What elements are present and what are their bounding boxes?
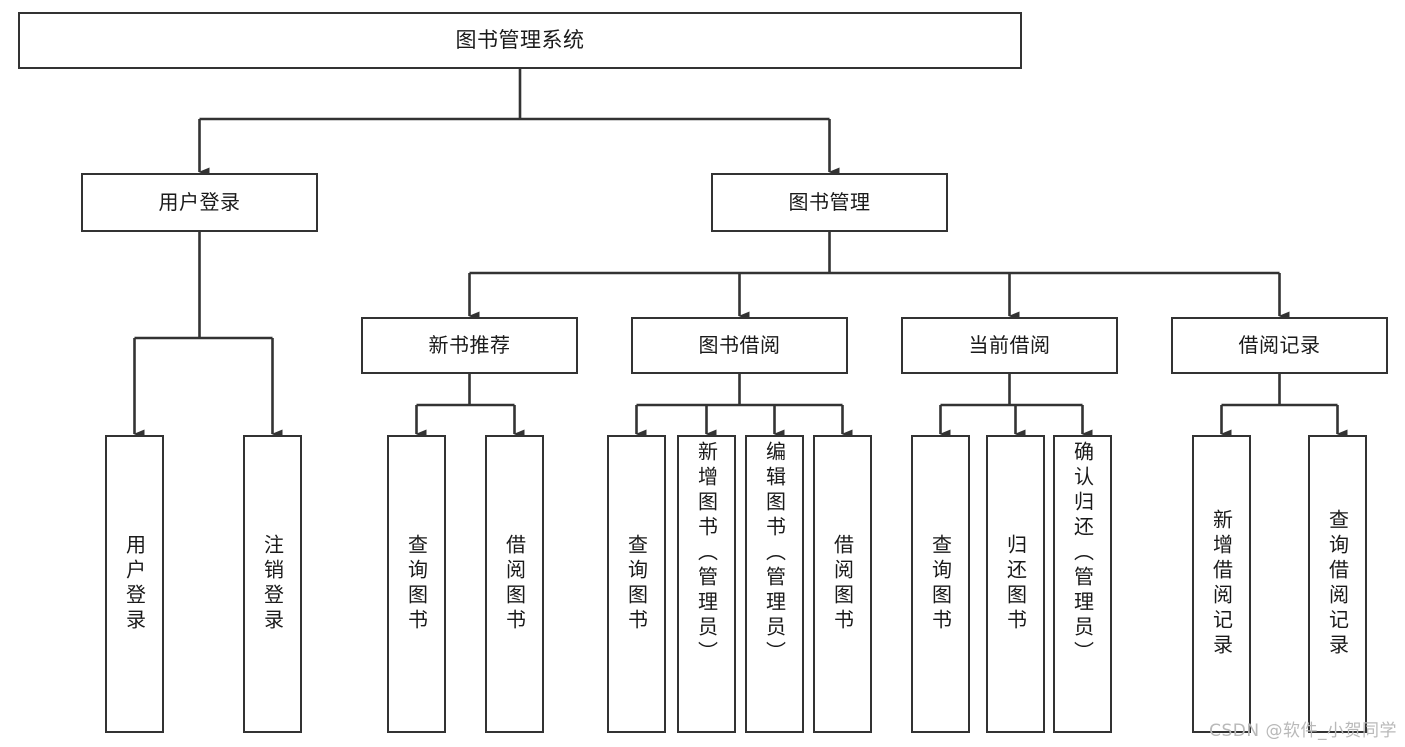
- node-label: 图书借阅: [698, 332, 781, 357]
- node-leaf-borrow-book-recommend[interactable]: 借阅图书: [485, 435, 544, 733]
- node-leaf-user-logout[interactable]: 注销登录: [243, 435, 302, 733]
- node-current-borrow[interactable]: 当前借阅: [901, 317, 1118, 374]
- node-leaf-edit-book[interactable]: 编辑图书（管理员）: [745, 435, 804, 733]
- node-label: 查询图书: [624, 534, 649, 634]
- node-leaf-query-borrow-record[interactable]: 查询借阅记录: [1308, 435, 1367, 733]
- node-leaf-query-book-recommend[interactable]: 查询图书: [387, 435, 446, 733]
- node-label: 用户登录: [122, 534, 147, 634]
- node-leaf-query-book-borrow[interactable]: 查询图书: [607, 435, 666, 733]
- node-leaf-add-borrow-record[interactable]: 新增借阅记录: [1192, 435, 1251, 733]
- node-label: 查询借阅记录: [1325, 509, 1350, 659]
- node-label: 图书管理系统: [455, 28, 585, 53]
- node-leaf-user-login[interactable]: 用户登录: [105, 435, 164, 733]
- node-leaf-query-book-current[interactable]: 查询图书: [911, 435, 970, 733]
- node-label: 借阅图书: [830, 534, 855, 634]
- node-new-book-recommend[interactable]: 新书推荐: [361, 317, 578, 374]
- node-label: 注销登录: [260, 534, 285, 634]
- node-user-login[interactable]: 用户登录: [81, 173, 318, 232]
- node-book-borrow[interactable]: 图书借阅: [631, 317, 848, 374]
- node-label: 新增借阅记录: [1209, 509, 1234, 659]
- node-label: 确认归还（管理员）: [1070, 441, 1095, 666]
- node-label: 查询图书: [404, 534, 429, 634]
- node-book-manage[interactable]: 图书管理: [711, 173, 948, 232]
- node-label: 编辑图书（管理员）: [762, 441, 787, 666]
- node-label: 当前借阅: [968, 332, 1051, 357]
- node-leaf-add-book[interactable]: 新增图书（管理员）: [677, 435, 736, 733]
- node-leaf-return-book[interactable]: 归还图书: [986, 435, 1045, 733]
- node-root[interactable]: 图书管理系统: [18, 12, 1022, 69]
- node-leaf-borrow-book[interactable]: 借阅图书: [813, 435, 872, 733]
- node-label: 新增图书（管理员）: [694, 441, 719, 666]
- node-label: 新书推荐: [428, 332, 511, 357]
- node-label: 归还图书: [1003, 534, 1028, 634]
- node-label: 用户登录: [158, 189, 241, 214]
- node-leaf-confirm-return[interactable]: 确认归还（管理员）: [1053, 435, 1112, 733]
- node-label: 借阅记录: [1238, 332, 1321, 357]
- node-label: 查询图书: [928, 534, 953, 634]
- node-label: 图书管理: [788, 189, 871, 214]
- node-label: 借阅图书: [502, 534, 527, 634]
- node-borrow-record[interactable]: 借阅记录: [1171, 317, 1388, 374]
